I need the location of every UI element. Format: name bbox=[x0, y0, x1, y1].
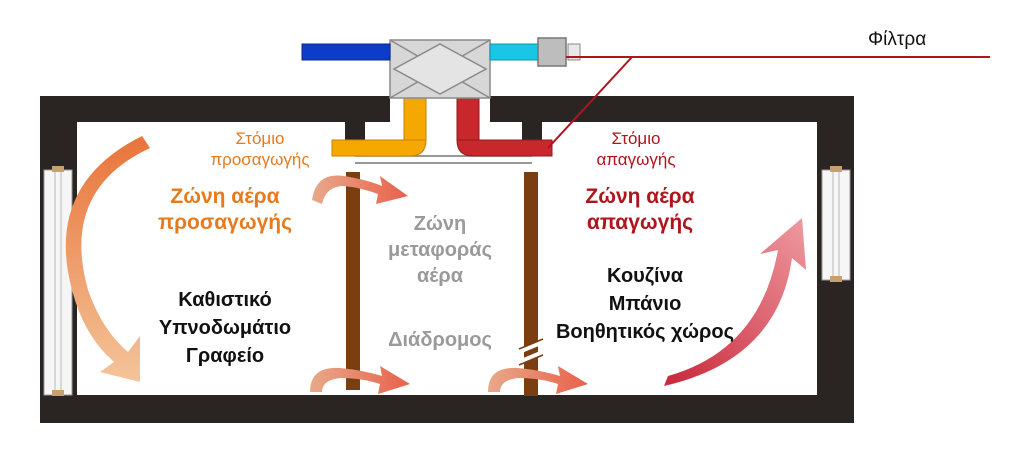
transfer-zone-line-3: αέρα bbox=[417, 265, 463, 287]
extract-rooms-label: Κουζίνα Μπάνιο Βοηθητικός χώρος bbox=[540, 262, 750, 346]
supply-outlet-label: Στόμιο προσαγωγής bbox=[180, 128, 340, 171]
extract-room-kitchen: Κουζίνα bbox=[606, 265, 684, 287]
filters-label: Φίλτρα bbox=[868, 29, 927, 50]
ceiling-mount-left bbox=[345, 122, 365, 140]
extract-zone-line-2: απαγωγής bbox=[586, 211, 694, 235]
door-left bbox=[346, 172, 360, 390]
roof-right bbox=[490, 96, 854, 122]
transfer-arrow-bottom-right bbox=[488, 366, 588, 394]
supply-rooms-label: Καθιστικό Υπνοδωμάτιο Γραφείο bbox=[140, 286, 310, 370]
exhaust-air-duct bbox=[489, 43, 541, 61]
corridor-label: Διάδρομος bbox=[388, 329, 492, 351]
heat-recovery-unit bbox=[389, 39, 491, 99]
transfer-zone-line-2: μεταφοράς bbox=[388, 239, 492, 261]
transfer-zone-line-1: Ζώνη bbox=[413, 213, 467, 235]
right-window bbox=[821, 166, 851, 282]
transfer-zone-label: Ζώνη μεταφοράς αέρα bbox=[365, 211, 515, 289]
ceiling-mount-right bbox=[522, 122, 542, 140]
extract-zone-line-1: Ζώνη αέρα bbox=[585, 185, 695, 208]
left-window bbox=[43, 166, 73, 396]
extract-outlet-line-2: απαγωγής bbox=[596, 150, 676, 170]
transfer-arrow-top bbox=[312, 175, 408, 204]
floor bbox=[40, 395, 854, 423]
supply-outlet-line-2: προσαγωγής bbox=[210, 150, 310, 170]
outdoor-air-duct bbox=[301, 43, 391, 61]
door-right bbox=[524, 172, 538, 396]
supply-zone-line-1: Ζώνη αέρα bbox=[170, 185, 280, 208]
extract-outlet-line-1: Στόμιο bbox=[611, 129, 661, 148]
extract-room-bathroom: Μπάνιο bbox=[608, 293, 682, 315]
supply-zone-line-2: προσαγωγής bbox=[157, 211, 293, 235]
supply-airflow-arrow bbox=[65, 136, 150, 382]
extract-airflow-arrow bbox=[664, 218, 806, 386]
filter-box bbox=[537, 37, 567, 67]
supply-duct bbox=[331, 97, 427, 157]
extract-room-utility: Βοηθητικός χώρος bbox=[555, 321, 735, 343]
extract-outlet-label: Στόμιο απαγωγής bbox=[556, 128, 716, 171]
filter-callout-pointer bbox=[547, 56, 633, 149]
supply-zone-label: Ζώνη αέρα προσαγωγής bbox=[140, 184, 310, 237]
extract-zone-label: Ζώνη αέρα απαγωγής bbox=[555, 184, 725, 237]
supply-room-office: Γραφείο bbox=[185, 345, 265, 367]
supply-room-living: Καθιστικό bbox=[178, 289, 272, 311]
supply-outlet-line-1: Στόμιο bbox=[235, 129, 285, 148]
transfer-arrow-bottom-left bbox=[310, 366, 410, 394]
roof-left bbox=[40, 96, 390, 122]
door-gap-mark bbox=[518, 340, 544, 364]
extract-duct bbox=[456, 97, 553, 157]
supply-room-bedroom: Υπνοδωμάτιο bbox=[158, 317, 292, 339]
